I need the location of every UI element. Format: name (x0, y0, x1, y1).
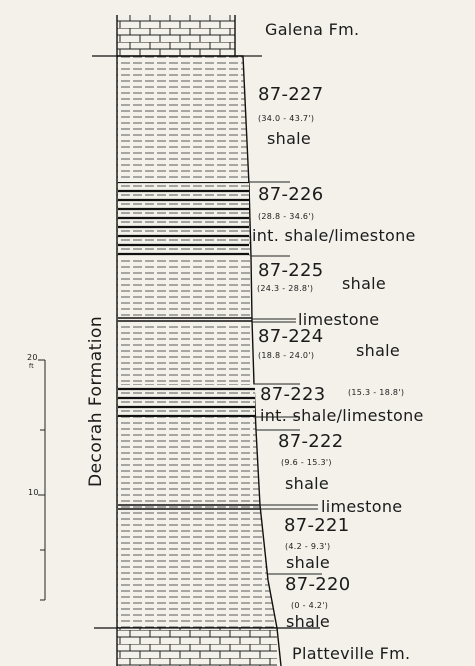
lithology-87-227: shale (267, 129, 312, 148)
sample-87-221: 87-221 (284, 515, 350, 536)
lithology-87-226: int. shale/limestone (252, 226, 416, 245)
range-87-221: (4.2 - 9.3') (285, 542, 331, 551)
lithology-87-224: shale (356, 341, 401, 360)
range-87-224: (18.8 - 24.0') (258, 351, 315, 360)
scale-tick-20: 20 (27, 353, 38, 362)
sample-87-227: 87-227 (258, 84, 324, 105)
scale-tick-10: 10 (28, 488, 39, 497)
scale-bar (38, 359, 46, 601)
limestone-bed-lower (118, 504, 260, 510)
galena-formation-label: Galena Fm. (265, 20, 360, 39)
sample-87-223: 87-223 (260, 384, 326, 405)
range-87-227: (34.0 - 43.7') (258, 114, 315, 123)
scale-unit-ft: ft (29, 363, 34, 370)
platteville-formation-label: Platteville Fm. (292, 644, 411, 663)
lithology-limestone-upper: limestone (298, 310, 380, 329)
boundary-leaders (243, 55, 322, 575)
lithology-87-225: shale (342, 274, 387, 293)
range-87-225: (24.3 - 28.8') (257, 284, 314, 293)
sample-87-220: 87-220 (285, 574, 351, 595)
lithology-87-221: shale (286, 553, 331, 572)
lithology-87-220: shale (286, 612, 331, 631)
limestone-bed-upper (118, 317, 252, 322)
decorah-formation-label: Decorah Formation (86, 315, 106, 487)
sample-87-224: 87-224 (258, 326, 324, 347)
galena-limestone-cap (116, 15, 236, 56)
platteville-limestone-base (116, 627, 282, 666)
range-87-222: (9.6 - 15.3') (281, 458, 332, 467)
sample-87-222: 87-222 (278, 431, 344, 452)
lithology-87-223: int. shale/limestone (260, 406, 424, 425)
lithology-87-222: shale (285, 474, 330, 493)
shale-column (116, 55, 278, 629)
range-87-226: (28.8 - 34.6') (258, 212, 315, 221)
lithology-limestone-lower: limestone (321, 497, 403, 516)
range-87-220: (0 - 4.2') (291, 601, 329, 610)
range-87-223: (15.3 - 18.8') (348, 388, 405, 397)
sample-87-225: 87-225 (258, 260, 324, 281)
sample-87-226: 87-226 (258, 184, 324, 205)
